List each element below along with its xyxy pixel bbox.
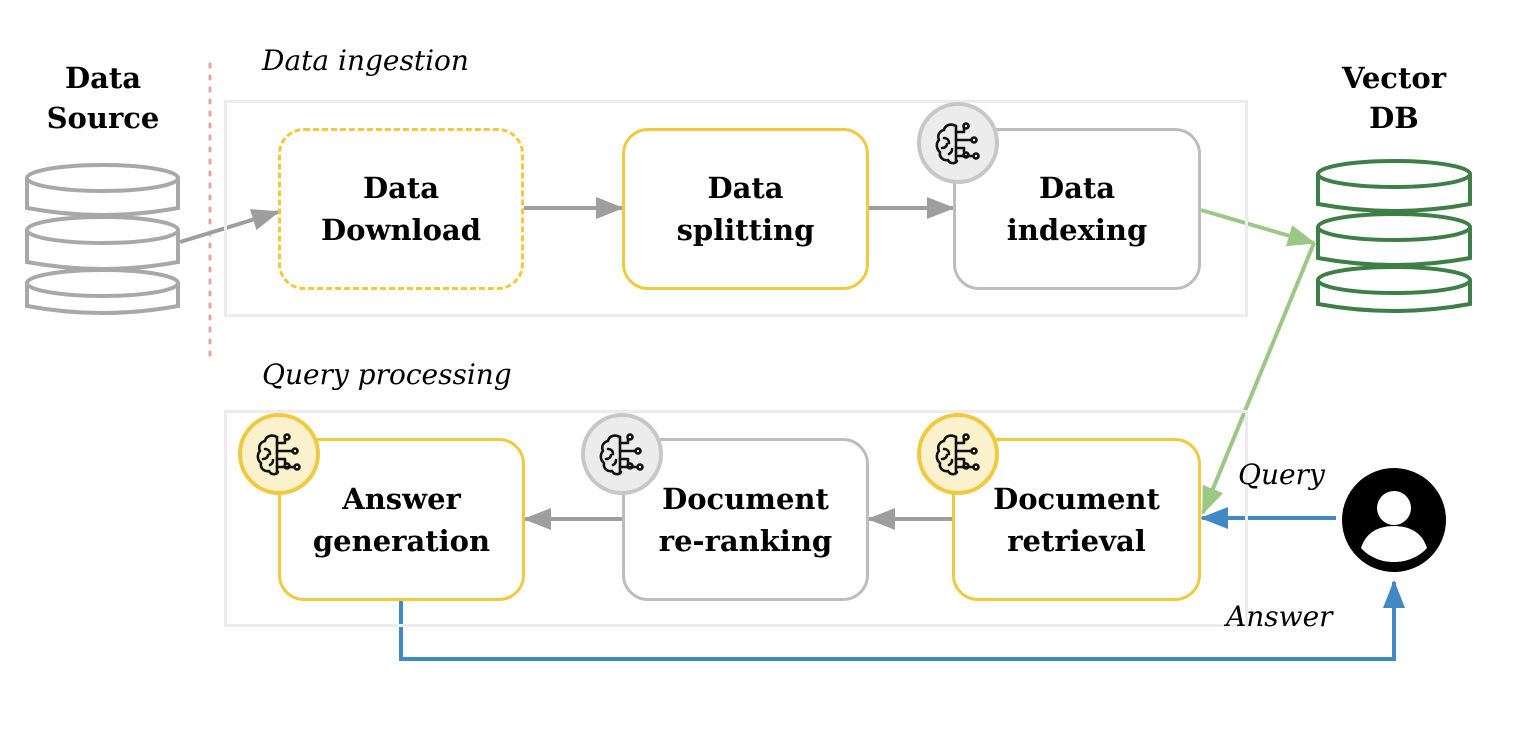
data-source-title-line1: Data: [64, 61, 142, 95]
brain-circuit-icon: [238, 413, 320, 495]
data-source-database-icon: [25, 163, 180, 315]
arrow-answer-to-user: [399, 580, 1405, 661]
node-data-download-line2: Download: [321, 213, 481, 247]
node-document-reranking[interactable]: Document re-ranking: [622, 438, 869, 601]
brain-circuit-icon: [917, 102, 999, 184]
node-data-indexing-line1: Data: [1038, 171, 1116, 205]
node-data-splitting[interactable]: Data splitting: [622, 128, 869, 290]
edge-label-query: Query: [1238, 458, 1325, 491]
arrow-vectordb-to-retrieval: [1201, 242, 1316, 515]
arrow-source-to-download: [179, 209, 280, 244]
brain-circuit-icon: [581, 413, 663, 495]
node-data-splitting-line1: Data: [707, 171, 784, 205]
user-icon[interactable]: [1342, 468, 1446, 572]
node-data-download[interactable]: Data Download: [278, 128, 524, 290]
node-answer-generation-line2: generation: [312, 523, 491, 558]
query-group-frame: [224, 410, 1248, 627]
ingestion-group-frame: [224, 100, 1248, 317]
node-data-download-line1: Data: [362, 171, 440, 205]
section-label-query: Query processing: [262, 358, 512, 391]
node-document-retrieval-line2: retrieval: [1007, 523, 1146, 558]
section-label-ingestion: Data ingestion: [262, 44, 469, 77]
vector-db-title-line1: Vector: [1342, 61, 1446, 95]
vector-db-title-line2: DB: [1369, 101, 1419, 135]
node-data-indexing-line2: indexing: [1006, 213, 1148, 247]
node-answer-generation[interactable]: Answer generation: [278, 438, 525, 601]
data-source-title-line2: Source: [46, 101, 160, 135]
edge-label-answer: Answer: [1226, 600, 1333, 633]
node-data-splitting-line2: splitting: [676, 213, 815, 247]
node-document-retrieval-line1: Document: [993, 481, 1160, 516]
node-document-reranking-line2: re-ranking: [658, 523, 833, 558]
node-document-reranking-line1: Document: [662, 481, 829, 516]
brain-circuit-icon: [917, 413, 999, 495]
data-source-title: Data Source: [32, 58, 174, 138]
arrow-indexing-to-vectordb: [1200, 208, 1316, 247]
node-answer-generation-line1: Answer: [342, 481, 461, 516]
vector-db-title: Vector DB: [1316, 58, 1472, 138]
vector-db-database-icon: [1316, 159, 1472, 313]
